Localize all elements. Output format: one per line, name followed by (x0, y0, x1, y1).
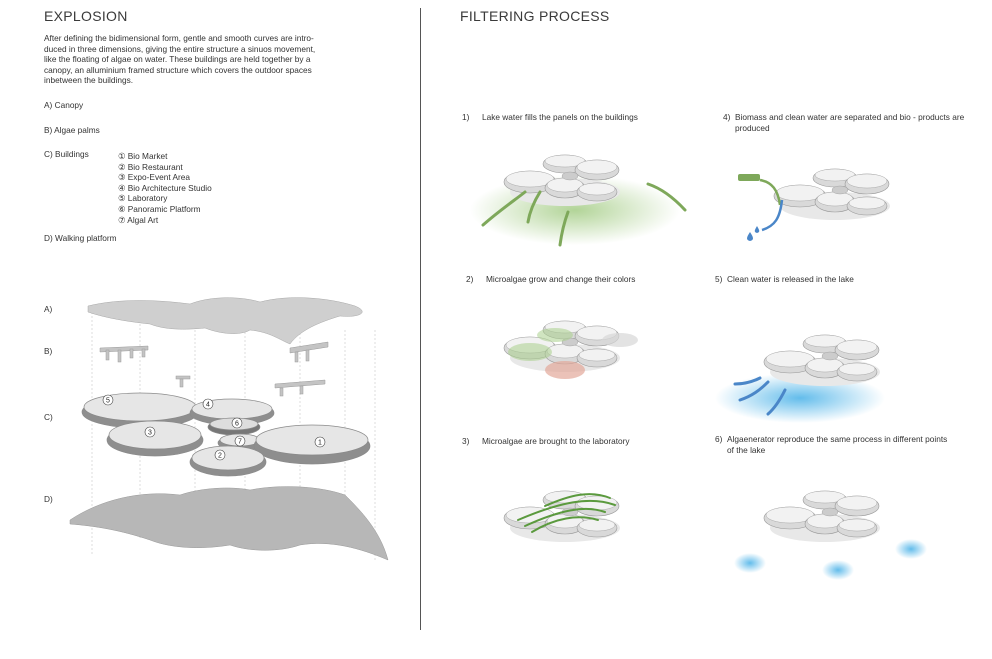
intro-line: After defining the bidimensional form, g… (44, 33, 314, 43)
step-4-diagram (738, 168, 891, 241)
canopy-layer (87, 297, 363, 345)
item-buildings: C) Buildings (44, 149, 89, 159)
step-3-caption: 3) Microalgae are brought to the laborato… (462, 436, 630, 447)
layer-label-a: A) (44, 304, 53, 314)
intro-line: duced in three dimensions, giving the en… (44, 43, 316, 54)
bubble-4-label: 4 (206, 402, 210, 409)
step-5-caption: 5) Clean water is released in the lake (715, 274, 854, 285)
bubble-1 (314, 436, 326, 448)
filtering-process-title: FILTERING PROCESS (460, 8, 610, 24)
step-2-caption: 2) Microalgae grow and change their color… (466, 274, 635, 285)
step-6-caption: 6) Algaenerator reproduce the same proces… (715, 434, 947, 455)
step-text: Algaenerator reproduce the same process … (727, 434, 948, 444)
step-2-diagram (503, 320, 638, 379)
bubble-4 (202, 398, 214, 410)
bubble-7-label: 7 (238, 439, 242, 446)
bubble-3-label: 3 (148, 430, 152, 437)
step-number: 3) (462, 436, 470, 446)
exploded-axonometric-drawing: 5 4 3 6 7 2 1 (69, 297, 389, 561)
step-number: 2) (466, 274, 474, 284)
step-text: Clean water is released in the lake (727, 274, 854, 284)
building-item: ③ Expo-Event Area (118, 172, 191, 183)
building-item: ⑦ Algal Art (118, 214, 159, 225)
step-text-cont: produced (735, 122, 770, 133)
buildings-list: ① Bio Market ② Bio Restaurant ③ Expo-Eve… (118, 151, 212, 225)
step-number: 4) (723, 112, 731, 122)
step-5-diagram (715, 334, 885, 423)
step-4-caption: 4) Biomass and clean water are separated … (723, 112, 964, 133)
step-6-diagram (734, 490, 927, 580)
explosion-title: EXPLOSION (44, 8, 128, 24)
building-item: ⑥ Panoramic Platform (118, 203, 201, 214)
algae-palms-layer (99, 341, 329, 397)
column-divider (420, 8, 421, 630)
layer-label-d: D) (44, 494, 53, 504)
bubble-2 (214, 449, 226, 461)
water-drop-icon (747, 232, 753, 241)
building-item: ① Bio Market (118, 151, 168, 161)
biomass-container-icon (738, 174, 760, 181)
building-item: ② Bio Restaurant (118, 161, 183, 172)
green-arrows (517, 493, 616, 533)
blue-arrows (733, 376, 787, 416)
bubble-1-label: 1 (318, 440, 322, 447)
bubble-3 (144, 426, 156, 438)
step-1-caption: 1) Lake water fills the panels on the bui… (462, 112, 638, 123)
item-walking-platform: D) Walking platform (44, 233, 117, 243)
item-algae-palms: B) Algae palms (44, 125, 100, 135)
building-item: ④ Bio Architecture Studio (118, 182, 212, 193)
water-drop-icon (754, 226, 760, 233)
bubble-2-label: 2 (218, 453, 222, 460)
step-text-cont: of the lake (727, 444, 766, 455)
step-3-diagram (503, 490, 621, 543)
step-number: 5) (715, 274, 723, 284)
intro-line: inbetween the buildings. (44, 75, 134, 86)
step-text: Biomass and clean water are separated an… (735, 112, 965, 122)
walking-platform-layer (69, 486, 389, 561)
layer-label-b: B) (44, 346, 53, 356)
step-text: Lake water fills the panels on the build… (482, 112, 638, 122)
step-number: 1) (462, 112, 470, 122)
building-number-bubbles (102, 394, 326, 461)
step-text: Microalgae grow and change their colors (486, 274, 636, 284)
bubble-7 (234, 435, 246, 447)
layer-label-c: C) (44, 412, 53, 422)
bubble-5-label: 5 (106, 398, 110, 405)
step-number: 6) (715, 434, 723, 444)
step-text: Microalgae are brought to the laboratory (482, 436, 630, 446)
item-canopy: A) Canopy (44, 100, 84, 110)
bubble-5 (102, 394, 114, 406)
bubble-6 (231, 417, 243, 429)
step-1-diagram (470, 154, 687, 247)
intro-line: canopy, an alluminium framed structure w… (44, 64, 312, 75)
building-item: ⑤ Laboratory (118, 193, 168, 204)
intro-line: like the floating of algae on water. The… (44, 54, 311, 65)
green-arrows (481, 182, 687, 247)
bubble-6-label: 6 (235, 421, 239, 428)
intro-paragraph: After defining the bidimensional form, g… (44, 33, 344, 86)
